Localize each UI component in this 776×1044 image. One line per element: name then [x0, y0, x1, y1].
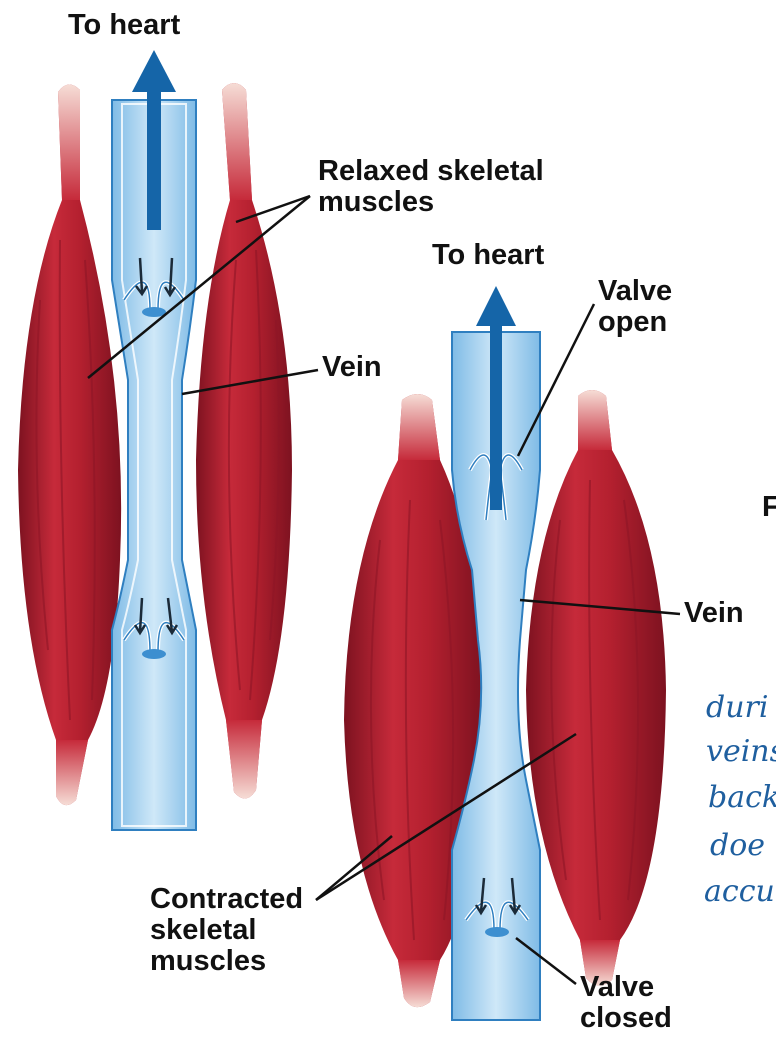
- right-contracted-assembly: [344, 286, 666, 1020]
- label-vein-left: Vein: [322, 352, 382, 383]
- label-vein-right: Vein: [684, 598, 744, 629]
- left-relaxed-assembly: [18, 50, 292, 830]
- label-contracted-skeletal-muscles: Contracted skeletal muscles: [150, 884, 303, 977]
- handwritten-note-line: doe: [710, 824, 765, 868]
- handwritten-note-line: veins: [706, 730, 776, 774]
- label-partial-letter: F: [762, 492, 776, 523]
- handwritten-note-line: back: [708, 776, 776, 820]
- label-valve-open: Valve open: [598, 276, 672, 338]
- label-valve-closed: Valve closed: [580, 972, 672, 1034]
- right-contracted-muscle-b: [526, 390, 666, 986]
- label-to-heart-right: To heart: [432, 240, 544, 271]
- handwritten-note-line: duri: [706, 686, 768, 730]
- label-relaxed-skeletal-muscles: Relaxed skeletal muscles: [318, 156, 544, 218]
- left-relaxed-muscle-b: [196, 83, 292, 799]
- handwritten-note-line: accu: [704, 870, 775, 914]
- left-relaxed-muscle-a: [18, 84, 121, 805]
- label-to-heart-top: To heart: [68, 10, 180, 41]
